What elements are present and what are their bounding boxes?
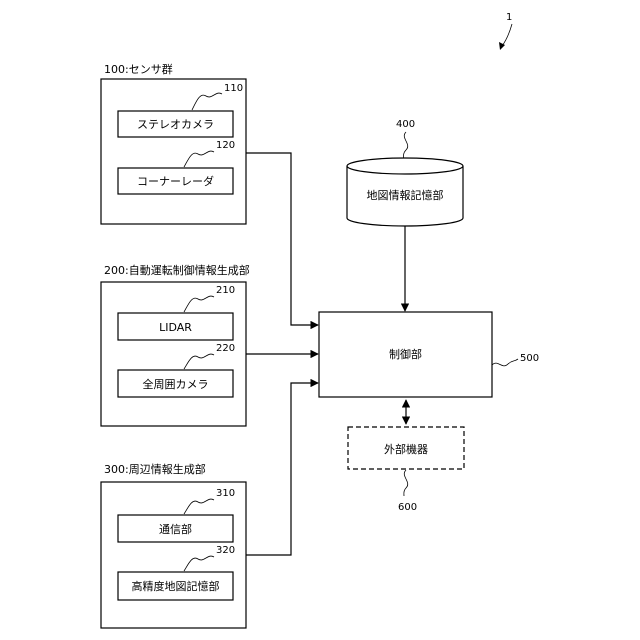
figure-ref-label: 1 xyxy=(506,12,512,23)
figure-ref-leader xyxy=(502,24,512,46)
surround-camera-label: 全周囲カメラ xyxy=(143,377,209,391)
auto-driving-group-frame xyxy=(101,282,246,426)
stereo-camera-ref: 110 xyxy=(224,83,243,94)
communication-label: 通信部 xyxy=(159,522,192,536)
peripheral-to-controller-arrow xyxy=(246,383,318,555)
surround-camera-ref: 220 xyxy=(216,343,235,354)
communication-ref: 310 xyxy=(216,488,235,499)
map-storage-ref: 400 xyxy=(396,119,415,130)
sensor-group-frame xyxy=(101,79,246,224)
auto-driving-group-title: 200:自動運転制御情報生成部 xyxy=(104,263,250,277)
peripheral-group-title: 300:周辺情報生成部 xyxy=(104,462,206,476)
hd-map-storage-ref: 320 xyxy=(216,545,235,556)
corner-radar-label: コーナーレーダ xyxy=(137,174,214,188)
controller-ref: 500 xyxy=(520,353,539,364)
lidar-ref: 210 xyxy=(216,285,235,296)
sensor-group-title: 100:センサ群 xyxy=(104,62,173,76)
corner-radar-ref: 120 xyxy=(216,140,235,151)
stereo-camera-label: ステレオカメラ xyxy=(137,118,214,131)
sensor-to-controller-arrow xyxy=(246,153,318,325)
controller-leader xyxy=(492,359,518,366)
lidar-label: LIDAR xyxy=(159,321,192,334)
external-device-leader xyxy=(404,470,408,496)
hd-map-storage-label: 高精度地図記憶部 xyxy=(132,579,220,593)
controller-label: 制御部 xyxy=(389,347,422,361)
external-device-label: 外部機器 xyxy=(384,442,428,456)
map-storage-label: 地図情報記憶部 xyxy=(367,188,444,202)
external-device-ref: 600 xyxy=(398,502,417,513)
